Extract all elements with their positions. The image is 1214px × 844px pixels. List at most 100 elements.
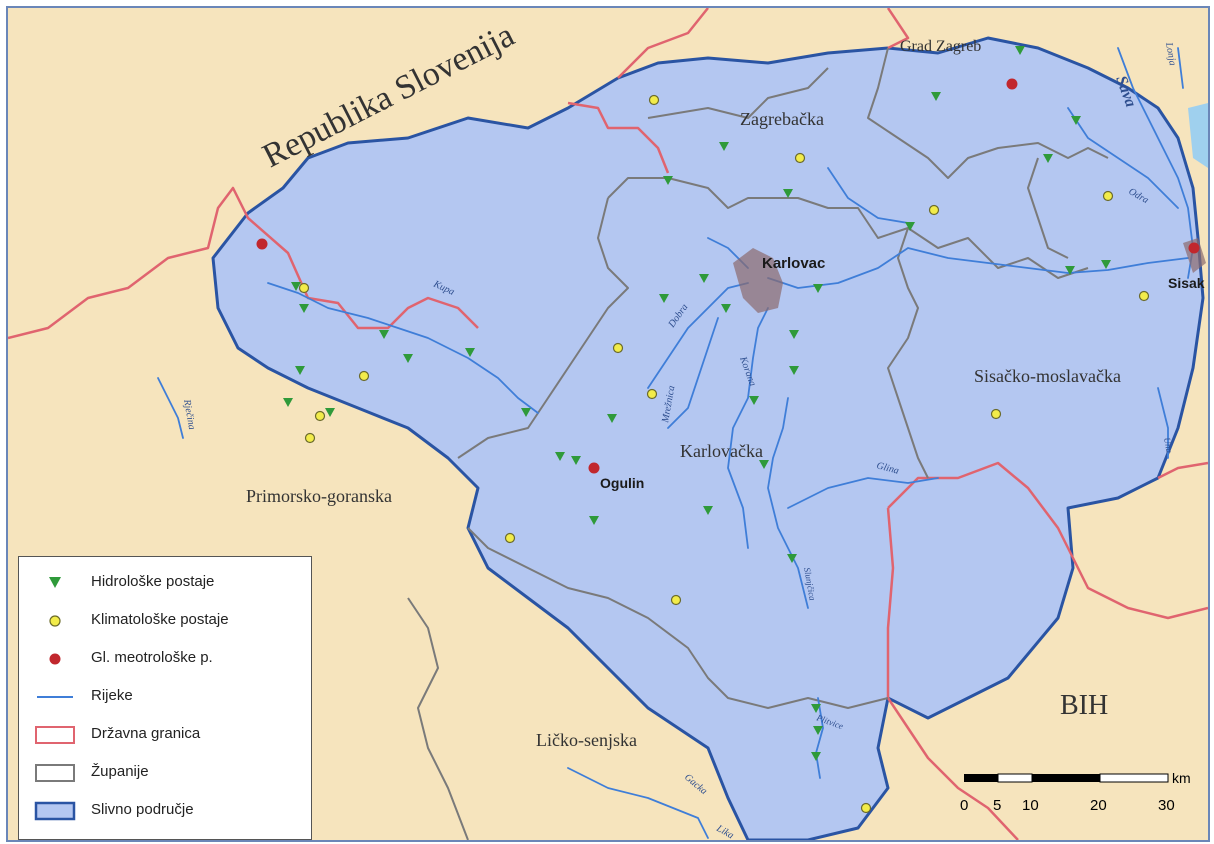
rivers (157, 47, 1194, 839)
hydro-station-marker[interactable] (663, 176, 673, 185)
label-ogulin: Ogulin (600, 475, 644, 491)
hydro-station-marker[interactable] (571, 456, 581, 465)
hydro-station-marker[interactable] (1065, 266, 1075, 275)
state-border-box-icon (35, 726, 75, 744)
climate-station-marker[interactable] (860, 802, 872, 814)
legend-label-main: Gl. meotrološke p. (91, 649, 213, 666)
river-line-icon (37, 696, 73, 698)
label-grad-zagreb: Grad Zagreb (900, 38, 981, 55)
hydro-station-marker[interactable] (1043, 154, 1053, 163)
climate-station-marker[interactable] (612, 342, 624, 354)
hydro-station-marker[interactable] (699, 274, 709, 283)
hydro-station-marker[interactable] (325, 408, 335, 417)
hydro-station-marker[interactable] (813, 284, 823, 293)
label-river-lonja: Lonja (1163, 41, 1178, 67)
scale-tick-0: 0 (960, 797, 968, 814)
hydro-station-marker[interactable] (813, 726, 823, 735)
county-box-icon (35, 764, 75, 782)
hydro-station-marker[interactable] (789, 366, 799, 375)
hydro-station-marker[interactable] (299, 304, 309, 313)
main-station-marker[interactable] (256, 238, 268, 250)
map-frame: Republika Slovenija BIH Grad Zagreb Zagr… (6, 6, 1210, 842)
hydro-station-marker[interactable] (659, 294, 669, 303)
hydro-station-marker[interactable] (403, 354, 413, 363)
legend-row-catchment: Slivno područje (19, 797, 309, 825)
legend-row-state: Državna granica (19, 721, 309, 749)
hydro-station-marker[interactable] (789, 330, 799, 339)
climate-station-marker[interactable] (1138, 290, 1150, 302)
map-canvas[interactable]: Republika Slovenija BIH Grad Zagreb Zagr… (8, 8, 1208, 840)
label-primorsko: Primorsko-goranska (246, 486, 392, 506)
hydro-station-marker[interactable] (295, 366, 305, 375)
legend-row-county: Županije (19, 759, 309, 787)
label-river-rjecina: Rječina (181, 398, 197, 431)
hydro-station-marker[interactable] (759, 460, 769, 469)
state-borders (8, 8, 1208, 840)
karlovac-urban-area (733, 248, 783, 313)
scale-unit: km (1172, 770, 1191, 786)
legend-label-catchment: Slivno područje (91, 801, 194, 818)
climate-station-marker[interactable] (1102, 190, 1114, 202)
main-stations-layer (256, 78, 1200, 474)
hydro-station-marker[interactable] (607, 414, 617, 423)
climate-station-marker[interactable] (298, 282, 310, 294)
climate-stations-layer (298, 94, 1150, 814)
climate-station-marker[interactable] (646, 388, 658, 400)
hydro-station-marker[interactable] (721, 304, 731, 313)
label-sisacko: Sisačko-moslavačka (974, 366, 1121, 386)
climate-station-marker[interactable] (314, 410, 326, 422)
sea-area (1188, 103, 1208, 168)
hydro-station-marker[interactable] (719, 142, 729, 151)
catchment-box-icon (34, 801, 76, 821)
scale-tick-30: 30 (1158, 797, 1175, 814)
label-sisak: Sisak (1168, 275, 1205, 291)
hydro-station-marker[interactable] (465, 348, 475, 357)
hydro-station-marker[interactable] (787, 554, 797, 563)
label-bih: BIH (1060, 690, 1108, 721)
climate-station-marker[interactable] (358, 370, 370, 382)
hydro-station-marker[interactable] (1015, 46, 1025, 55)
hydro-station-marker[interactable] (379, 330, 389, 339)
label-zagrebacka: Zagrebačka (740, 109, 824, 129)
climate-station-marker[interactable] (928, 204, 940, 216)
label-river-gacka: Gacka (682, 772, 709, 797)
hydro-station-marker[interactable] (931, 92, 941, 101)
climate-station-marker[interactable] (648, 94, 660, 106)
hydro-station-marker[interactable] (521, 408, 531, 417)
climate-circle-icon (49, 615, 61, 627)
hydro-station-marker[interactable] (283, 398, 293, 407)
legend-label-hydro: Hidrološke postaje (91, 573, 215, 590)
hydro-station-marker[interactable] (811, 752, 821, 761)
hydro-station-marker[interactable] (291, 282, 301, 291)
main-station-marker[interactable] (1188, 242, 1200, 254)
legend-row-main: Gl. meotrološke p. (19, 645, 309, 673)
scale-seg-2 (997, 773, 1033, 783)
legend-row-hydro: Hidrološke postaje (19, 569, 309, 597)
hydro-station-marker[interactable] (1101, 260, 1111, 269)
main-station-marker[interactable] (588, 462, 600, 474)
climate-station-marker[interactable] (670, 594, 682, 606)
hydro-station-marker[interactable] (783, 189, 793, 198)
climate-station-marker[interactable] (794, 152, 806, 164)
climate-station-marker[interactable] (304, 432, 316, 444)
legend-row-climate: Klimatološke postaje (19, 607, 309, 635)
hydro-station-marker[interactable] (555, 452, 565, 461)
hydro-station-marker[interactable] (811, 704, 821, 713)
catchment-area[interactable] (211, 36, 1205, 840)
label-licko: Ličko-senjska (536, 730, 637, 750)
climate-station-marker[interactable] (990, 408, 1002, 420)
main-station-dot-icon (49, 653, 61, 665)
legend-label-river: Rijeke (91, 687, 133, 704)
hydro-station-marker[interactable] (749, 396, 759, 405)
main-station-marker[interactable] (1006, 78, 1018, 90)
hydro-station-marker[interactable] (703, 506, 713, 515)
hydro-station-marker[interactable] (1071, 116, 1081, 125)
scale-tick-20: 20 (1090, 797, 1107, 814)
legend-label-climate: Klimatološke postaje (91, 611, 229, 628)
climate-station-marker[interactable] (504, 532, 516, 544)
label-river-lika: Lika (714, 823, 736, 840)
hydro-station-marker[interactable] (905, 222, 915, 231)
scale-seg-3 (1032, 774, 1100, 782)
hydro-station-marker[interactable] (589, 516, 599, 525)
scale-seg-4 (1099, 773, 1169, 783)
